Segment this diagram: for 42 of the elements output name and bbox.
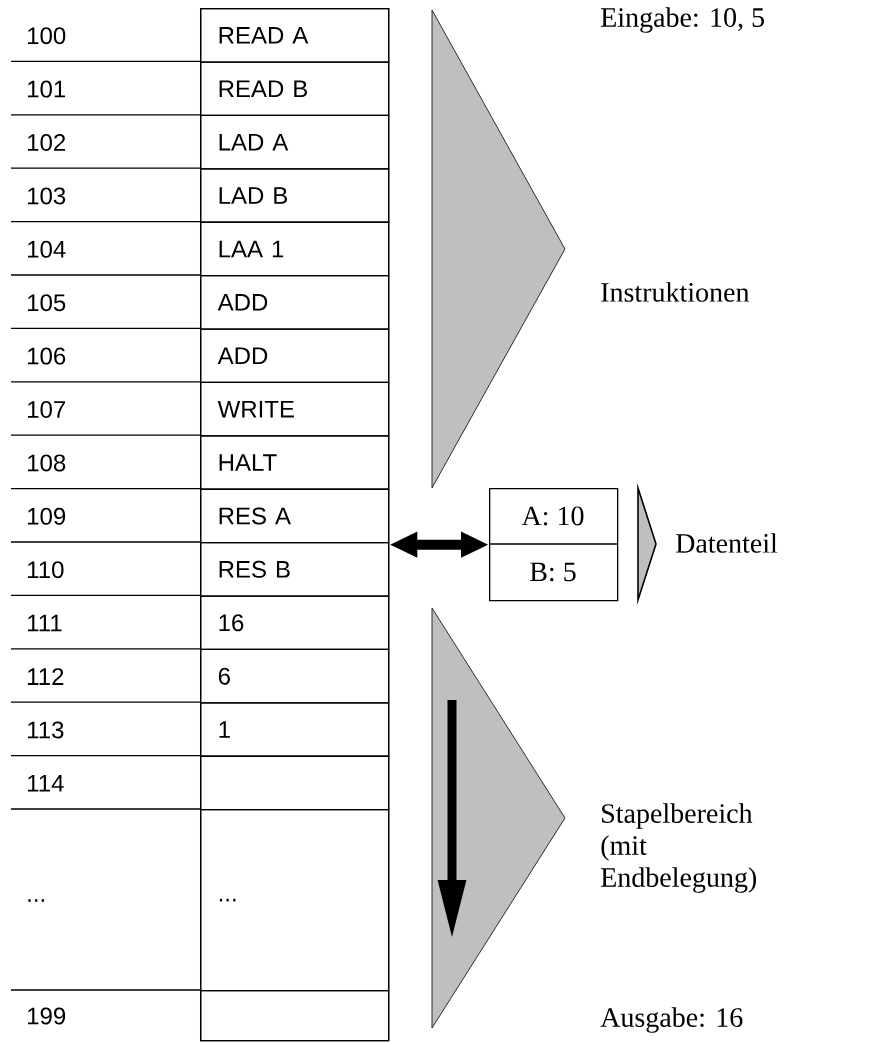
memory-cell: RES A bbox=[200, 488, 390, 544]
address-label: 102 bbox=[28, 134, 66, 151]
memory-cell: LAD B bbox=[200, 168, 390, 223]
memory-cell: WRITE bbox=[200, 381, 390, 437]
address-label: 101 bbox=[28, 80, 66, 98]
memory-cell: LAA 1 bbox=[200, 221, 390, 277]
bracket-triangle bbox=[431, 9, 566, 489]
address-label: 111 bbox=[28, 614, 62, 632]
address-label: 100 bbox=[28, 27, 66, 45]
address-label: 114 bbox=[28, 775, 64, 792]
address-label: 106 bbox=[28, 347, 66, 365]
section-label: Stapelbereich (mit Endbelegung) bbox=[601, 803, 757, 893]
section-label: Datenteil bbox=[676, 533, 778, 553]
memory-cell: READ A bbox=[200, 8, 390, 63]
memory-cell: LAD A bbox=[200, 114, 390, 170]
memory-cell: READ B bbox=[200, 61, 390, 117]
memory-cell: RES B bbox=[200, 542, 390, 597]
bracket-triangle bbox=[431, 607, 566, 1029]
memory-cell: 16 bbox=[200, 595, 390, 651]
address-label: 110 bbox=[28, 561, 64, 579]
memory-cell: HALT bbox=[200, 435, 390, 490]
memory-cell: ADD bbox=[200, 275, 390, 330]
input-note: Eingabe: 10, 5 bbox=[601, 7, 764, 33]
empty-cell bbox=[200, 990, 390, 1042]
address-label: 105 bbox=[28, 294, 66, 312]
section-label: Instruktionen bbox=[601, 282, 750, 302]
memory-cell: ... bbox=[200, 809, 390, 992]
empty-cell bbox=[200, 755, 390, 811]
address-label: 113 bbox=[28, 721, 64, 739]
address-label: 112 bbox=[28, 668, 64, 685]
address-label: 107 bbox=[28, 401, 66, 418]
memory-cell: ADD bbox=[200, 328, 390, 384]
data-box: A: 10 B: 5 bbox=[488, 488, 619, 602]
address-label: 108 bbox=[28, 454, 66, 472]
address-label: ... bbox=[28, 899, 44, 902]
output-note: Ausgabe: 16 bbox=[600, 1007, 743, 1033]
address-label: 109 bbox=[28, 507, 66, 525]
address-label: 104 bbox=[28, 240, 66, 258]
address-label: 103 bbox=[28, 187, 66, 205]
memory-cell: 6 bbox=[200, 648, 390, 704]
memory-cell: 1 bbox=[200, 702, 390, 757]
address-label: 199 bbox=[28, 1007, 66, 1025]
